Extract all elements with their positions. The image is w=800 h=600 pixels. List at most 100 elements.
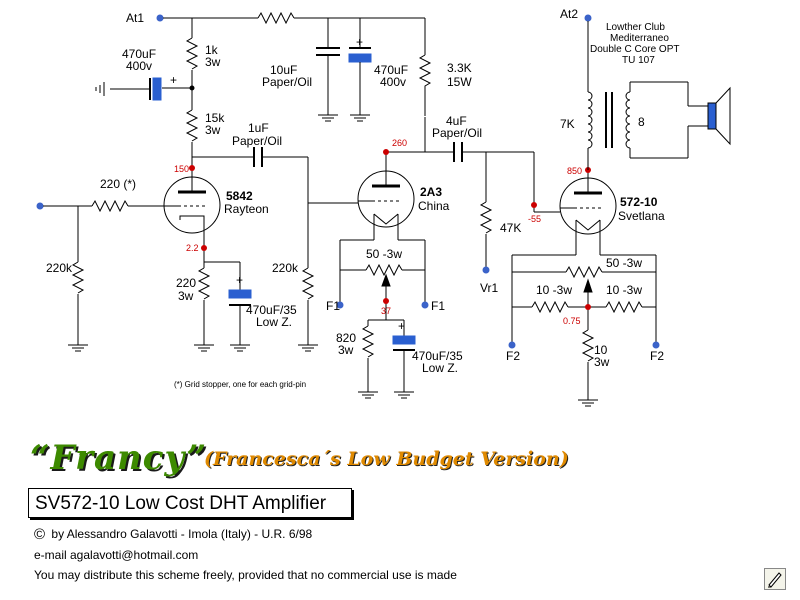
- f1-right-label: F1: [431, 299, 445, 313]
- opt-line3: Double C Core OPT: [590, 44, 679, 55]
- tube-5842: [163, 168, 221, 248]
- v2-type: 2A3: [420, 185, 442, 199]
- f1-left-label: F1: [326, 299, 340, 313]
- cap-filter-plus: +: [356, 35, 363, 49]
- vr1-label: Vr1: [480, 281, 499, 295]
- r10-left-label: 10 -3w: [536, 283, 572, 297]
- c470-b-type: Low Z.: [422, 361, 458, 375]
- copyright-icon: ©: [34, 526, 46, 543]
- credit-line: © by Alessandro Galavotti - Imola (Italy…: [34, 526, 312, 543]
- c10uf-value: 10uF: [270, 63, 297, 77]
- opt-line4: TU 107: [622, 55, 655, 66]
- pot-b-label: 50 -3w: [606, 256, 642, 270]
- vr1-node: [482, 266, 490, 274]
- r220k-in-label: 220k: [46, 261, 73, 275]
- speaker-impedance: 8: [638, 115, 645, 129]
- cap-supply-value: 470uF: [122, 47, 156, 61]
- v1-plate-node: [189, 165, 195, 171]
- r15k-value: 15k: [205, 111, 225, 125]
- r220-cathode-value: 220: [176, 276, 196, 290]
- resistor-15k: [185, 88, 199, 168]
- b-plus-rail: [156, 11, 426, 55]
- v3-plate-voltage: 850: [567, 166, 582, 176]
- hum-pot-2a3: [339, 239, 426, 310]
- tube-572-10: [559, 170, 617, 242]
- r220k-grid2-label: 220k: [272, 261, 299, 275]
- opt-line2: Mediterraneo: [610, 33, 669, 44]
- c470-a-type: Low Z.: [256, 315, 292, 329]
- resistor-1k: [185, 37, 199, 91]
- cap-a-plus: +: [236, 273, 243, 287]
- capacitor-1uf-coupling: [192, 147, 358, 352]
- r47k-label: 47K: [500, 221, 521, 235]
- cap-supply-plus: +: [170, 73, 177, 87]
- r1k-value: 1k: [205, 43, 219, 57]
- c4uf-value: 4uF: [446, 114, 467, 128]
- email-line: e-mail agalavotti@hotmail.com: [34, 548, 199, 562]
- capacitor-4uf-coupling: [453, 142, 560, 268]
- r-grid-label: 220 (*): [100, 177, 136, 191]
- c1uf-type: Paper/Oil: [232, 134, 282, 148]
- grid-stopper-note: (*) Grid stopper, one for each grid-pin: [174, 380, 306, 389]
- r3k3-value: 3.3K: [447, 61, 472, 75]
- v2-cathode-network: [357, 310, 416, 399]
- v3-cathode-node: [585, 304, 591, 310]
- c1uf-value: 1uF: [248, 121, 269, 135]
- at2-label: At2: [560, 7, 578, 21]
- r10-bottom-power: 3w: [594, 355, 610, 369]
- r10-bottom-value: 10: [594, 343, 608, 357]
- r3k3-power: 15W: [447, 75, 472, 89]
- pot-a-label: 50 -3w: [366, 247, 402, 261]
- f2-left-label: F2: [506, 349, 520, 363]
- c10uf-type: Paper/Oil: [262, 75, 312, 89]
- c470-b-value: 470uF/35: [412, 349, 463, 363]
- speaker-icon: [707, 86, 731, 146]
- r220-cathode-power: 3w: [178, 289, 194, 303]
- v1-cathode-voltage: 2.2: [186, 243, 199, 253]
- r820-power: 3w: [338, 343, 354, 357]
- f1-left-node: [336, 301, 344, 309]
- input-network: [36, 199, 164, 352]
- capacitor-470uf-filter: [348, 47, 372, 122]
- v1-type: 5842: [226, 189, 253, 203]
- v3-cathode-voltage: 0.75: [563, 316, 581, 326]
- v1-cathode-network: [193, 248, 252, 352]
- v3-brand: Svetlana: [618, 209, 665, 223]
- credit-text: by Alessandro Galavotti - Imola (Italy) …: [51, 527, 313, 541]
- cap-supply-voltage: 400v: [126, 59, 152, 73]
- v2-plate-voltage: 260: [392, 138, 407, 148]
- cap-b-plus: +: [398, 319, 405, 333]
- c4uf-type: Paper/Oil: [432, 126, 482, 140]
- output-transformer: [584, 14, 708, 170]
- v3-grid-voltage: -55: [528, 214, 541, 224]
- r15k-power: 3w: [205, 123, 221, 137]
- v2-cathode-node: [383, 298, 389, 304]
- f2-right-node: [652, 341, 660, 349]
- pencil-icon[interactable]: [764, 568, 786, 590]
- c470-filter-value: 470uF: [374, 63, 408, 77]
- f2-right-label: F2: [650, 349, 664, 363]
- v2-plate-node: [383, 149, 389, 155]
- distribution-notice: You may distribute this scheme freely, p…: [34, 568, 457, 582]
- title-box: SV572-10 Low Cost DHT Amplifier: [28, 488, 352, 518]
- v1-cathode-node: [201, 245, 207, 251]
- c470-a-value: 470uF/35: [246, 303, 297, 317]
- capacitor-10uf: [316, 47, 340, 122]
- f2-left-node: [508, 341, 516, 349]
- project-subtitle: (Francesca´s Low Budget Version): [204, 448, 569, 470]
- hum-pot-output: [511, 242, 657, 407]
- c470-filter-voltage: 400v: [380, 75, 406, 89]
- v3-grid-node: [531, 202, 537, 208]
- r7k-label: 7K: [560, 117, 575, 131]
- resistor-3k3: [418, 54, 432, 152]
- r820-value: 820: [336, 331, 356, 345]
- v1-plate-voltage: 150: [174, 164, 189, 174]
- r1k-power: 3w: [205, 55, 221, 69]
- f1-right-node: [421, 301, 429, 309]
- opt-line1: Lowther Club: [606, 22, 665, 33]
- v1-brand: Rayteon: [224, 202, 269, 216]
- capacitor-470uf-supply: [95, 77, 192, 101]
- v3-type: 572-10: [620, 195, 658, 209]
- tube-2a3: [357, 157, 415, 240]
